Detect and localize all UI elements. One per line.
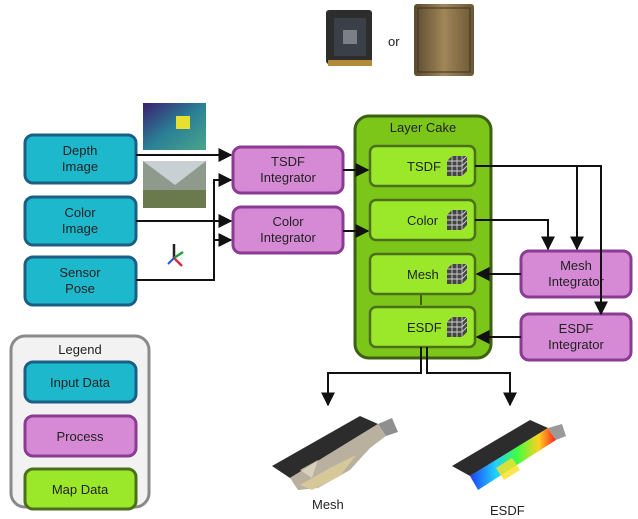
color-integrator-label-1: Color xyxy=(272,214,304,229)
legend-title: Legend xyxy=(58,342,101,357)
color-label-1: Color xyxy=(64,205,96,220)
depth-label-1: Depth xyxy=(63,143,98,158)
server-image xyxy=(414,4,474,76)
legend-process: Process xyxy=(57,429,104,444)
sensor-pose-box: Sensor Pose xyxy=(23,255,138,307)
esdf-integrator-label-1: ESDF xyxy=(559,321,594,336)
depth-image-box: Depth Image xyxy=(23,133,138,185)
color-integrator-label-2: Integrator xyxy=(260,230,316,245)
voxel-cube-icon xyxy=(447,155,468,176)
jetson-module-image xyxy=(326,10,372,66)
tsdf-integrator-label-2: Integrator xyxy=(260,170,316,185)
legend-input-data: Input Data xyxy=(50,375,111,390)
layer-cake-title: Layer Cake xyxy=(390,120,456,135)
tsdf-layer-label: TSDF xyxy=(407,159,441,174)
mesh-output-label: Mesh xyxy=(312,497,344,512)
depth-thumbnail xyxy=(143,103,206,150)
pose-label-2: Pose xyxy=(65,281,95,296)
esdf-layer-label: ESDF xyxy=(407,320,442,335)
mesh-integrator-box: Mesh Integrator xyxy=(519,249,633,299)
color-label-2: Image xyxy=(62,221,98,236)
esdf-integrator-box: ESDF Integrator xyxy=(519,312,633,362)
esdf-integrator-label-2: Integrator xyxy=(548,337,604,352)
mesh-layer-label: Mesh xyxy=(407,267,439,282)
color-image-box: Color Image xyxy=(23,195,138,247)
tsdf-integrator-box: TSDF Integrator xyxy=(231,145,345,195)
color-thumbnail xyxy=(143,161,206,208)
voxel-cube-icon xyxy=(447,209,468,230)
voxel-cube-icon xyxy=(447,263,468,284)
flow-arrows xyxy=(136,148,608,407)
color-layer-label: Color xyxy=(407,213,439,228)
esdf-render-image xyxy=(452,420,566,490)
pose-label-1: Sensor xyxy=(59,265,101,280)
color-integrator-box: Color Integrator xyxy=(231,205,345,255)
legend: Legend Input Data Process Map Data xyxy=(9,334,151,511)
axes-icon xyxy=(167,244,184,267)
legend-map-data: Map Data xyxy=(52,482,109,497)
esdf-output-label: ESDF xyxy=(490,503,525,518)
voxel-cube-icon xyxy=(447,316,468,337)
or-label: or xyxy=(388,34,400,49)
mesh-integrator-label-1: Mesh xyxy=(560,258,592,273)
mesh-render-image xyxy=(272,416,398,490)
depth-label-2: Image xyxy=(62,159,98,174)
mesh-integrator-label-2: Integrator xyxy=(548,274,604,289)
tsdf-integrator-label-1: TSDF xyxy=(271,154,305,169)
